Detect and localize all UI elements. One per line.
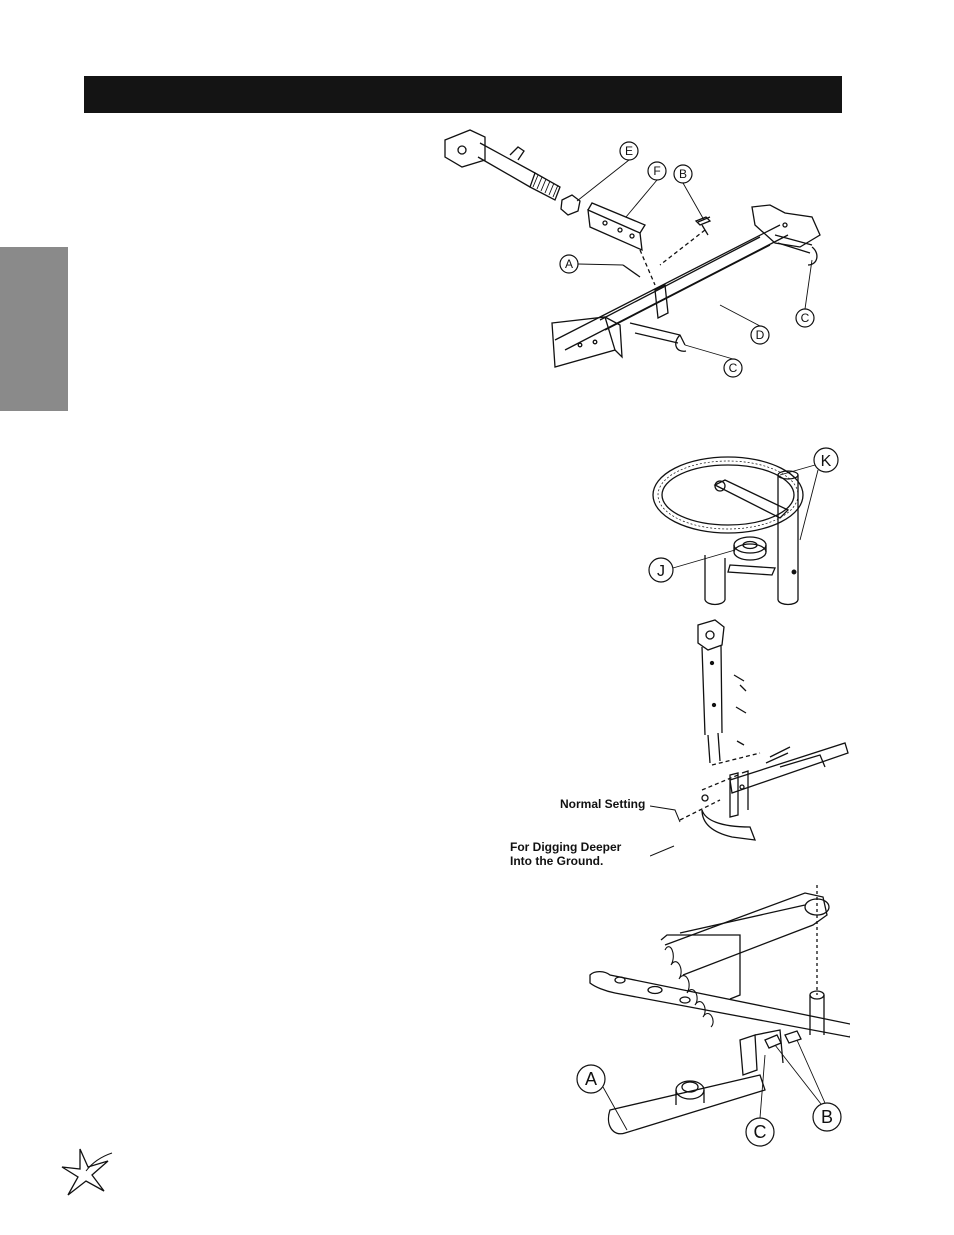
section-side-tab [0, 247, 68, 411]
hitch-callout-a: A [565, 257, 573, 271]
tine-arm-callout-c: C [754, 1122, 767, 1142]
hitch-callout-b: B [679, 167, 687, 181]
hitch-callout-d: D [756, 328, 765, 342]
hitch-callout-f: F [653, 164, 660, 178]
pulley-callout-j: J [657, 563, 665, 580]
normal-setting-label: Normal Setting [560, 797, 646, 811]
tine-arm-figure: A C B [576, 885, 850, 1147]
belt-pulley-figure: K J [648, 447, 839, 606]
hitch-callout-c-left: C [729, 361, 738, 375]
hitch-callout-c-right: C [801, 311, 810, 325]
hitch-callout-e: E [625, 144, 633, 158]
digging-deeper-label-line1: For Digging Deeper [510, 840, 622, 854]
digging-deeper-label-line2: Into the Ground. [510, 854, 604, 868]
pulley-callout-k: K [821, 453, 832, 470]
tine-arm-callout-b: B [821, 1107, 833, 1127]
tine-arm-callout-a: A [585, 1069, 597, 1089]
normal-setting-leader [650, 805, 681, 857]
hitch-assembly-figure: E F B A C D C [444, 129, 821, 378]
section-header-bar [84, 76, 842, 113]
star-burst-logo-icon [61, 1148, 113, 1196]
depth-tine-figure [679, 619, 849, 841]
